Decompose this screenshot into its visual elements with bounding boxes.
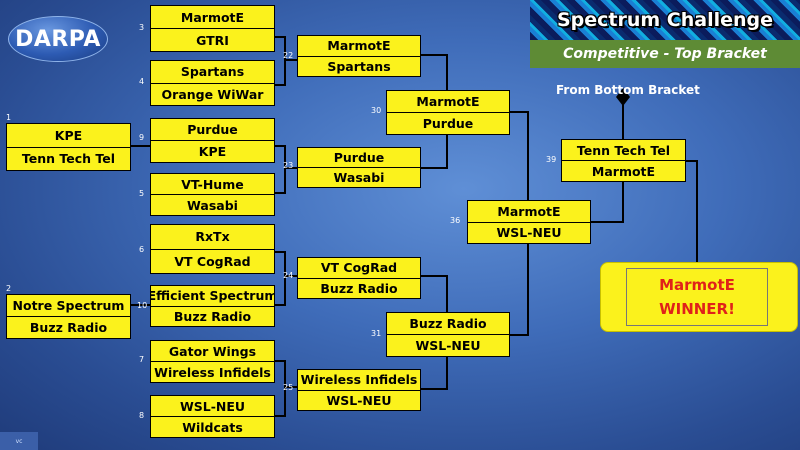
match-number: 4 — [139, 77, 145, 86]
team-slot: Efficient Spectrum — [150, 285, 275, 307]
match-number: 9 — [139, 133, 145, 142]
winner-name: MarmotE — [659, 276, 735, 294]
match-30: MarmotE Purdue — [386, 90, 510, 135]
match-number: 5 — [139, 189, 145, 198]
winner-inner: MarmotE WINNER! — [626, 268, 768, 326]
match-39: Tenn Tech Tel MarmotE — [561, 139, 686, 182]
darpa-logo: DARPA — [8, 16, 108, 62]
team-slot: Spartans — [297, 56, 421, 77]
match-36: MarmotE WSL-NEU — [467, 200, 591, 244]
bracket-subtitle: Competitive - Top Bracket — [530, 40, 800, 68]
team-slot: MarmotE — [561, 161, 686, 182]
team-slot: Gator Wings — [150, 340, 275, 362]
team-slot: Notre Spectrum — [6, 294, 131, 317]
match-9: Purdue KPE — [150, 118, 275, 163]
match-number: 7 — [139, 355, 145, 364]
team-slot: GTRI — [150, 29, 275, 52]
match-7: Gator Wings Wireless Infidels — [150, 340, 275, 383]
corner-tag: vc — [0, 432, 38, 450]
team-slot: WSL-NEU — [467, 222, 591, 244]
team-slot: VT-Hume — [150, 173, 275, 195]
match-number: 30 — [371, 106, 382, 115]
team-slot: Buzz Radio — [150, 306, 275, 327]
team-slot: VT CogRad — [297, 257, 421, 279]
match-23: Purdue Wasabi — [297, 147, 421, 188]
team-slot: RxTx — [150, 224, 275, 250]
team-slot: WSL-NEU — [386, 335, 510, 357]
match-3: MarmotE GTRI — [150, 5, 275, 52]
team-slot: WSL-NEU — [150, 395, 275, 417]
seed-1-match: KPE Tenn Tech Tel — [6, 123, 131, 171]
seed-number: 1 — [6, 113, 12, 122]
team-slot: Buzz Radio — [297, 278, 421, 299]
match-number: 25 — [283, 383, 294, 392]
team-slot: Purdue — [150, 118, 275, 141]
darpa-logo-text: DARPA — [15, 26, 101, 52]
team-slot: KPE — [150, 141, 275, 163]
team-slot: MarmotE — [386, 90, 510, 113]
team-slot: Purdue — [386, 113, 510, 135]
match-number: 36 — [450, 216, 461, 225]
from-bottom-label: From Bottom Bracket — [556, 83, 700, 97]
seed-2-match: Notre Spectrum Buzz Radio — [6, 294, 131, 339]
match-number: 3 — [139, 23, 145, 32]
match-25: Wireless Infidels WSL-NEU — [297, 369, 421, 411]
match-number: 23 — [283, 161, 294, 170]
team-slot: Tenn Tech Tel — [6, 147, 131, 171]
winner-label: WINNER! — [659, 300, 735, 318]
match-5: VT-Hume Wasabi — [150, 173, 275, 216]
team-slot: MarmotE — [150, 5, 275, 29]
team-slot: Buzz Radio — [6, 317, 131, 339]
match-31: Buzz Radio WSL-NEU — [386, 312, 510, 357]
team-slot: Spartans — [150, 60, 275, 84]
team-slot: Wireless Infidels — [297, 369, 421, 391]
team-slot: MarmotE — [297, 35, 421, 57]
match-number: 24 — [283, 271, 294, 280]
team-slot: VT CogRad — [150, 249, 275, 274]
from-bottom-diamond — [616, 88, 630, 106]
team-slot: KPE — [6, 123, 131, 148]
team-slot: Tenn Tech Tel — [561, 139, 686, 161]
match-number: 31 — [371, 329, 382, 338]
match-number: 39 — [546, 155, 557, 164]
team-slot: Wasabi — [297, 168, 421, 188]
title-banner: Spectrum Challenge — [530, 0, 800, 40]
match-10: Efficient Spectrum Buzz Radio — [150, 285, 275, 327]
team-slot: WSL-NEU — [297, 390, 421, 411]
match-number: 22 — [283, 51, 294, 60]
match-6: RxTx VT CogRad — [150, 224, 275, 274]
seed-number: 2 — [6, 284, 12, 293]
team-slot: Wasabi — [150, 195, 275, 216]
match-4: Spartans Orange WiWar — [150, 60, 275, 106]
winner-box: MarmotE WINNER! — [600, 262, 798, 332]
match-number: 10 — [137, 301, 148, 310]
team-slot: Orange WiWar — [150, 83, 275, 106]
match-24: VT CogRad Buzz Radio — [297, 257, 421, 299]
match-8: WSL-NEU Wildcats — [150, 395, 275, 438]
page-title: Spectrum Challenge — [556, 9, 774, 31]
team-slot: MarmotE — [467, 200, 591, 223]
team-slot: Wildcats — [150, 417, 275, 438]
match-number: 6 — [139, 245, 145, 254]
match-22: MarmotE Spartans — [297, 35, 421, 77]
team-slot: Buzz Radio — [386, 312, 510, 335]
team-slot: Purdue — [297, 147, 421, 168]
team-slot: Wireless Infidels — [150, 362, 275, 383]
match-number: 8 — [139, 411, 145, 420]
